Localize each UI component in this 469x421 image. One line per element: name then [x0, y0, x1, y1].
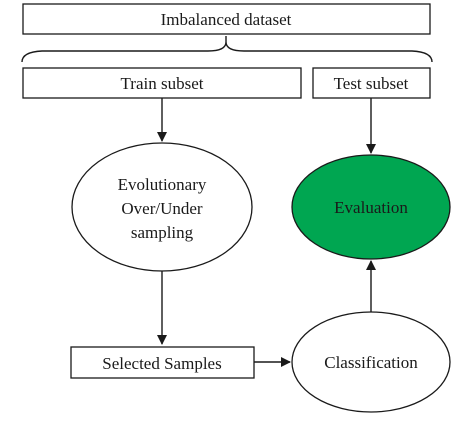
train-subset-label: Train subset [121, 74, 204, 93]
train-subset-node: Train subset [22, 67, 302, 99]
classification-node: Classification [291, 311, 451, 413]
imbalanced-dataset-label: Imbalanced dataset [161, 10, 292, 29]
classification-label: Classification [324, 353, 418, 372]
evolutionary-sampling-line-2: Over/Under [121, 199, 203, 218]
split-brace [21, 36, 433, 63]
evolutionary-sampling-line-1: Evolutionary [118, 175, 207, 194]
selected-samples-label: Selected Samples [102, 354, 221, 373]
evaluation-node: Evaluation [291, 154, 451, 260]
evaluation-label: Evaluation [334, 198, 408, 217]
evolutionary-sampling-line-3: sampling [131, 223, 194, 242]
imbalanced-dataset-node: Imbalanced dataset [22, 3, 431, 35]
evolutionary-sampling-node: Evolutionary Over/Under sampling [71, 142, 253, 272]
test-subset-label: Test subset [334, 74, 409, 93]
selected-samples-node: Selected Samples [70, 346, 255, 379]
test-subset-node: Test subset [312, 67, 431, 99]
